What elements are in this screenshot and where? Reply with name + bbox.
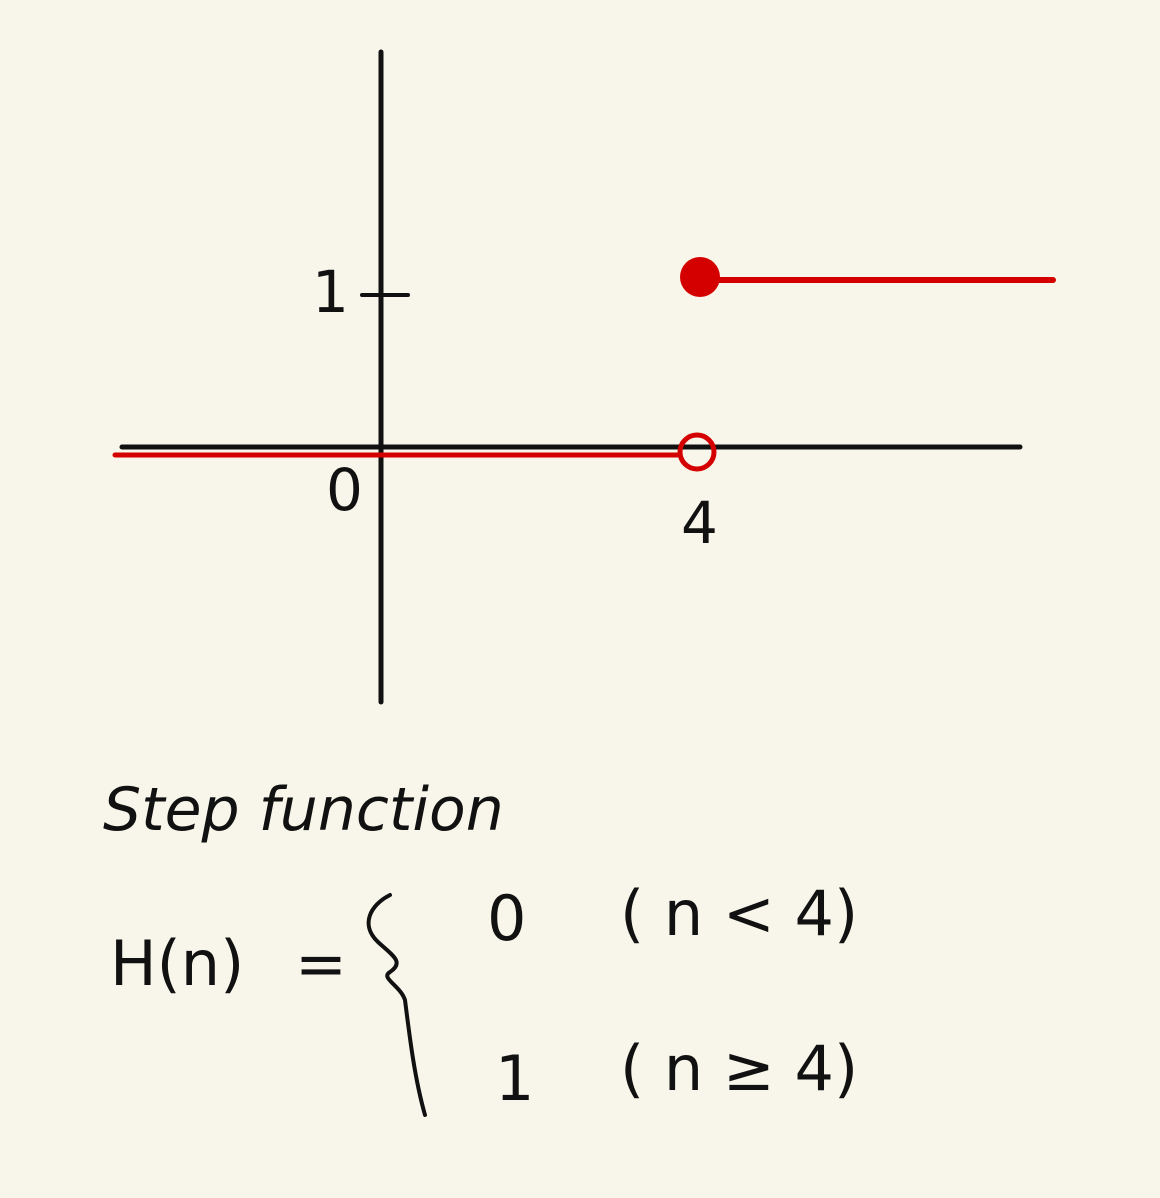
caption-text: Step function: [103, 775, 504, 845]
formula-lhs: H(n): [110, 927, 244, 1000]
case-high-condition: ( n ≥ 4): [620, 1032, 858, 1105]
formula-equals: =: [295, 927, 347, 1000]
closed-circle-marker: [680, 257, 720, 297]
curly-brace-icon: [366, 893, 427, 1117]
x-tick-label: 4: [681, 489, 718, 557]
origin-label: 0: [326, 456, 363, 524]
y-tick-label: 1: [312, 258, 349, 326]
open-circle-marker: [677, 432, 717, 472]
case-low-value: 0: [487, 882, 526, 955]
case-low-condition: ( n < 4): [620, 877, 858, 950]
case-high-value: 1: [495, 1042, 534, 1115]
